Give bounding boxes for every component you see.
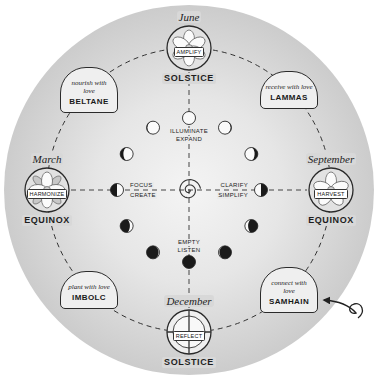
season-medallion: AMPLIFY JuneSOLSTICE — [162, 11, 216, 84]
banner-word: AMPLIFY — [174, 47, 205, 57]
banner-word: HARMONIZE — [27, 189, 68, 199]
month-name: September — [306, 153, 356, 165]
phase-word: ILLUMINATE — [169, 128, 209, 135]
festival-name: BELTANE — [69, 97, 108, 107]
wheel-disc — [4, 5, 374, 375]
phase-word: FOCUS — [129, 182, 154, 189]
festival-name: IMBOLC — [72, 293, 106, 303]
phase-word: CREATE — [129, 192, 157, 199]
moon-phase — [120, 148, 133, 161]
moon-ring — [111, 112, 268, 269]
phase-word: EXPAND — [175, 136, 203, 143]
festival-arch: plant with loveIMBOLC — [60, 271, 118, 309]
festival-arch: receive with loveLAMMAS — [260, 71, 318, 109]
month-name: December — [164, 295, 213, 307]
festival-name: SAMHAIN — [269, 297, 309, 307]
season-name: SOLSTICE — [162, 73, 216, 84]
phase-word: SIMPLIFY — [217, 192, 249, 199]
blessing-text: connect with love — [265, 279, 313, 295]
moon-phase — [245, 220, 258, 233]
medallion-icon: AMPLIFY — [165, 24, 213, 72]
moon-phase — [245, 148, 258, 161]
phase-word: EMPTY — [177, 239, 201, 246]
moon-phase — [183, 256, 196, 269]
festival-arch: connect with loveSAMHAIN — [260, 267, 318, 313]
moon-phase — [219, 246, 232, 259]
blessing-text: receive with love — [265, 83, 312, 91]
moon-phase — [120, 220, 133, 233]
season-ring — [47, 48, 331, 332]
phase-word: LISTEN — [177, 247, 202, 254]
season-medallion: HARVEST SeptemberEQUINOX — [306, 153, 356, 226]
season-name: EQUINOX — [22, 215, 72, 226]
season-medallion: HARMONIZE MarchEQUINOX — [22, 153, 72, 226]
festival-name: LAMMAS — [270, 93, 308, 103]
moon-phase — [255, 184, 268, 197]
blessing-text: nourish with love — [65, 79, 113, 95]
axis-line — [71, 190, 307, 191]
month-name: March — [31, 153, 64, 165]
season-medallion: REFLECT DecemberSOLSTICE — [162, 295, 216, 368]
moon-phase — [111, 184, 124, 197]
festival-arch: nourish with loveBELTANE — [60, 67, 118, 113]
moon-phase — [219, 121, 232, 134]
month-name: June — [177, 11, 202, 23]
blessing-text: plant with love — [68, 283, 110, 291]
banner-word: HARVEST — [314, 189, 347, 199]
medallion-icon: REFLECT — [165, 308, 213, 356]
phase-word: CLARIFY — [220, 182, 249, 189]
moon-phase — [147, 121, 160, 134]
pointer-arrow — [324, 300, 362, 318]
moon-phase — [147, 246, 160, 259]
center-spiral — [180, 180, 201, 198]
season-name: SOLSTICE — [162, 357, 216, 368]
banner-word: REFLECT — [173, 331, 205, 341]
medallion-icon: HARMONIZE — [23, 166, 71, 214]
season-name: EQUINOX — [306, 215, 356, 226]
moon-phase — [183, 112, 196, 125]
medallion-icon: HARVEST — [307, 166, 355, 214]
